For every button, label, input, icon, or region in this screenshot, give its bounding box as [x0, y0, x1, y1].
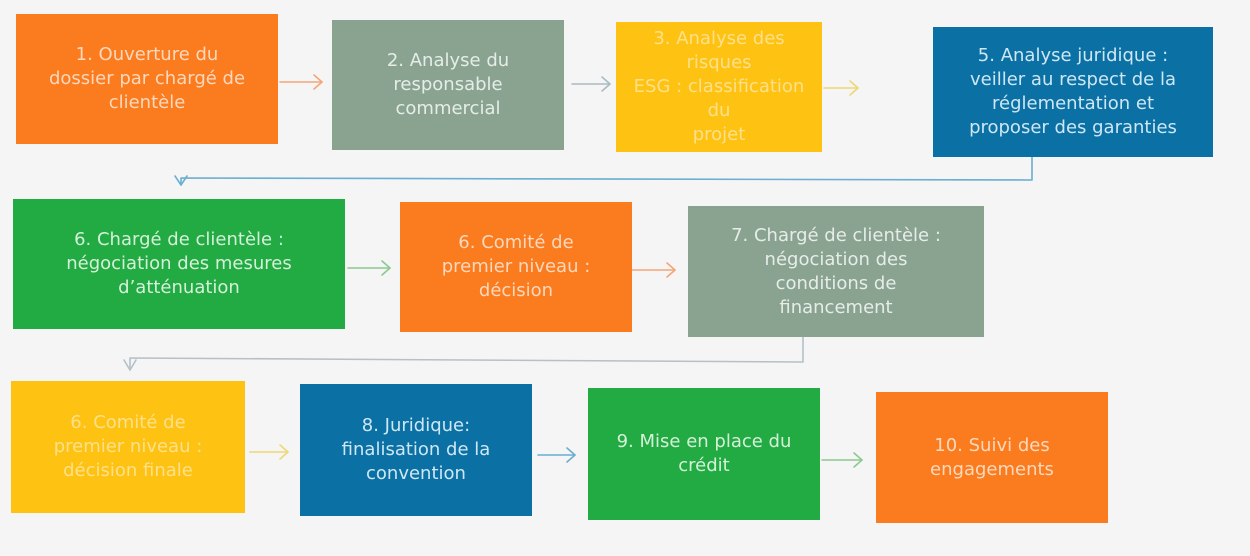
step-text-line: 6. Comité de — [458, 232, 574, 253]
step-text-line: crédit — [678, 455, 730, 476]
step-text-line: premier niveau : — [441, 256, 591, 277]
step-text-line: 8. Juridique: — [361, 415, 471, 436]
arrow-8-to-9-icon — [537, 447, 576, 463]
step-text-line: commercial — [395, 98, 501, 119]
elbow-arrow-5-to-6a-icon — [174, 156, 1033, 186]
step-2-analyse-responsable-commercial: 2. Analyse du responsable commercial — [332, 20, 564, 150]
step-text-line: 5. Analyse juridique : — [977, 45, 1169, 66]
step-text-line: convention — [366, 463, 466, 484]
step-text-line: conditions de — [775, 272, 897, 294]
step-6-negociation-mesures-attenuation: 6. Chargé de clientèle : négociation des… — [13, 199, 345, 329]
step-text-line: finalisation de la — [341, 439, 491, 460]
arrow-3-to-5-icon — [823, 80, 859, 96]
step-5-analyse-juridique: 5. Analyse juridique : veiller au respec… — [933, 27, 1213, 157]
step-text-line: 6. Chargé de clientèle : — [74, 229, 284, 250]
arrow-9-to-10-icon — [821, 452, 863, 468]
step-text-line: négociation des — [764, 248, 908, 270]
step-text-line: ESG : classification du — [633, 76, 805, 121]
step-6-comite-decision: 6. Comité de premier niveau : décision — [400, 202, 632, 332]
step-text-line: négociation des mesures — [66, 253, 292, 274]
step-text-line: premier niveau : — [53, 436, 203, 457]
elbow-arrow-7-to-6c-icon — [123, 336, 804, 371]
step-text-line: réglementation et — [991, 93, 1155, 114]
step-text-line: 10. Suivi des — [934, 434, 1050, 456]
step-text-line: 6. Comité de — [70, 412, 186, 433]
step-9-mise-en-place-credit: 9. Mise en place du crédit — [588, 388, 820, 520]
step-text-line: clientèle — [108, 92, 186, 113]
step-text-line: 9. Mise en place du — [616, 431, 792, 452]
step-text-line: décision — [478, 280, 554, 301]
arrow-6a-to-6b-icon — [347, 260, 391, 276]
step-10-suivi-engagements: 10. Suivi des engagements — [876, 392, 1108, 523]
step-text-line: proposer des garanties — [969, 117, 1177, 138]
step-6-comite-decision-finale: 6. Comité de premier niveau : décision f… — [11, 381, 245, 513]
step-text-line: d’atténuation — [118, 277, 240, 298]
step-1-ouverture-dossier: 1. Ouverture du dossier par chargé de cl… — [16, 14, 278, 144]
step-8-juridique-finalisation: 8. Juridique: finalisation de la convent… — [300, 384, 532, 516]
arrow-6b-to-7-icon — [631, 262, 676, 278]
arrow-1-to-2-icon — [279, 74, 323, 90]
step-text-line: responsable — [393, 74, 503, 95]
step-3-analyse-risques-esg: 3. Analyse des risques ESG : classificat… — [616, 22, 822, 152]
step-7-negociation-conditions-financement: 7. Chargé de clientèle : négociation des… — [688, 206, 984, 337]
arrow-2-to-3-icon — [571, 76, 611, 92]
step-text-line: financement — [779, 296, 893, 318]
step-text-line: 1. Ouverture du — [75, 44, 219, 65]
step-text-line: 7. Chargé de clientèle : — [731, 224, 941, 246]
step-text-line: 2. Analyse du — [386, 50, 510, 71]
step-text-line: projet — [692, 124, 746, 145]
step-text-line: engagements — [930, 458, 1054, 480]
step-text-line: dossier par chargé de — [48, 68, 246, 89]
step-text-line: décision finale — [63, 460, 193, 481]
arrow-6c-to-8-icon — [249, 444, 289, 460]
step-text-line: veiller au respect de la — [970, 69, 1176, 90]
step-text-line: 3. Analyse des risques — [653, 28, 785, 73]
